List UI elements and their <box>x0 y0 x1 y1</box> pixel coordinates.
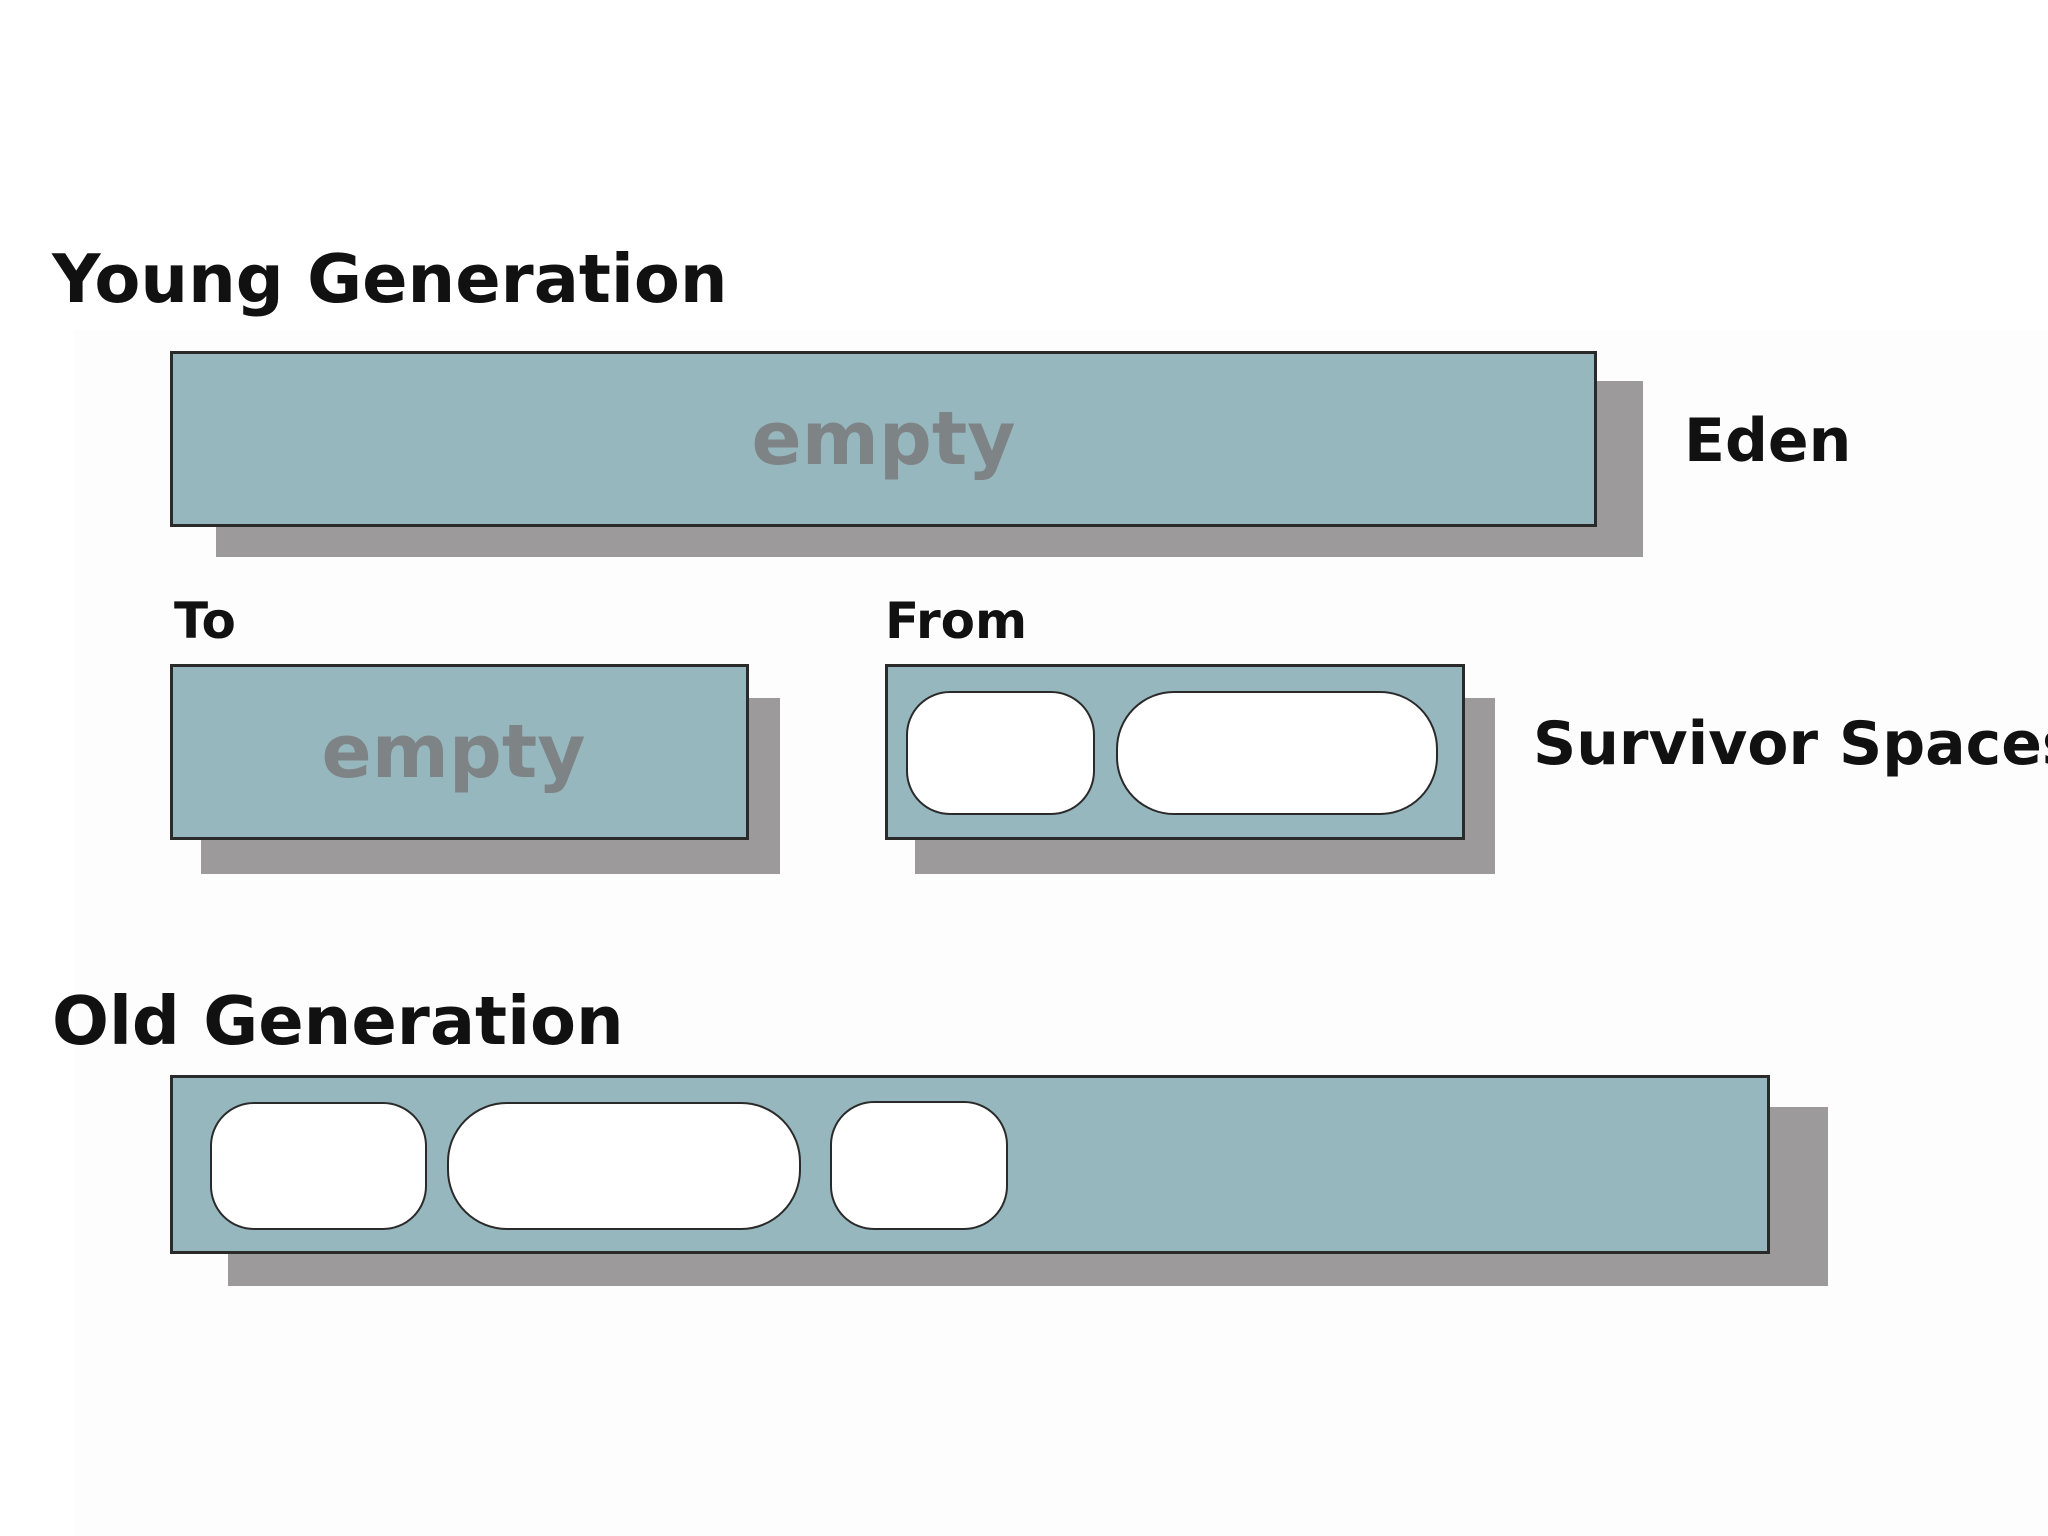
from-space-label: From <box>885 592 1028 650</box>
from-survivor-space <box>885 664 1465 840</box>
from-space-object <box>1116 691 1438 815</box>
to-space-empty-text: empty <box>321 709 586 795</box>
to-survivor-space: empty <box>170 664 749 840</box>
eden-label: Eden <box>1684 406 1852 476</box>
to-space-label: To <box>174 592 236 650</box>
old-generation-object <box>210 1102 427 1230</box>
young-generation-heading: Young Generation <box>52 240 728 318</box>
from-space-object <box>906 691 1095 815</box>
eden-space: empty <box>170 351 1597 527</box>
diagram-background <box>74 330 2048 1536</box>
survivor-spaces-label: Survivor Spaces <box>1533 709 2048 779</box>
old-generation-space <box>170 1075 1770 1254</box>
eden-empty-text: empty <box>751 396 1016 482</box>
old-generation-object <box>830 1101 1008 1230</box>
old-generation-object <box>447 1102 801 1230</box>
old-generation-heading: Old Generation <box>52 982 624 1060</box>
